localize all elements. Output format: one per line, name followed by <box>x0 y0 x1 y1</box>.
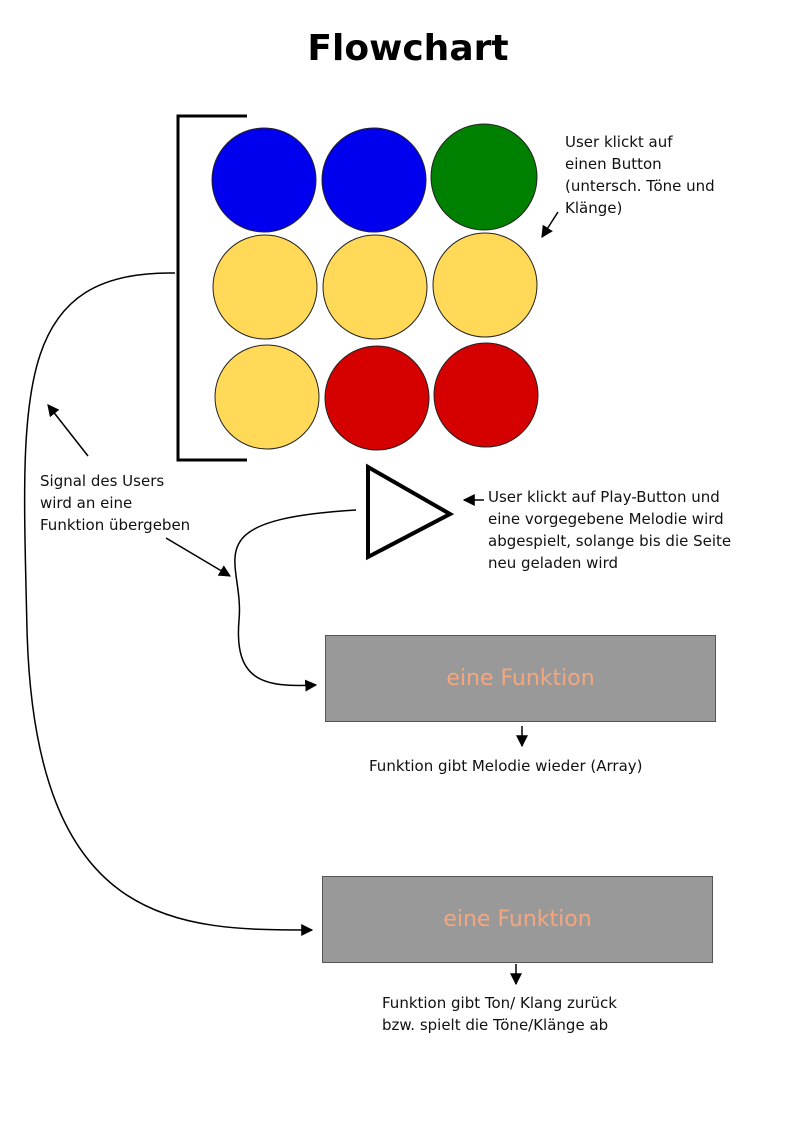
sound-function-label: eine Funktion <box>443 907 592 932</box>
note-melody-return: Funktion gibt Melodie wieder (Array) <box>369 757 643 775</box>
sound-button-r3c2[interactable] <box>324 345 430 451</box>
note-user-clicks-button: User klickt auf einen Button (untersch. … <box>565 133 715 217</box>
note-signal: Signal des Users wird an eine Funktion ü… <box>40 472 191 534</box>
note-play: User klickt auf Play-Button und eine vor… <box>488 488 732 572</box>
sound-button-r2c1[interactable] <box>212 234 318 340</box>
note-sound-return: Funktion gibt Ton/ Klang zurück bzw. spi… <box>382 994 617 1034</box>
melody-function-label: eine Funktion <box>446 666 595 691</box>
page-title: Flowchart <box>307 28 509 69</box>
arrow-signal-up <box>47 404 89 457</box>
sound-button-r1c1[interactable] <box>211 127 317 233</box>
play-button[interactable] <box>366 463 455 561</box>
button-grid <box>211 123 539 451</box>
sound-button-r1c3[interactable] <box>430 123 538 231</box>
arrow-signal-down <box>165 537 232 577</box>
sound-button-r3c3[interactable] <box>433 342 539 448</box>
sound-button-r3c1[interactable] <box>214 344 320 450</box>
grid-bracket <box>176 114 247 462</box>
sound-button-r2c3[interactable] <box>432 232 538 338</box>
sound-function-box: eine Funktion <box>322 876 713 963</box>
melody-function-box: eine Funktion <box>325 635 716 722</box>
connector-play-to-melody <box>234 509 357 692</box>
connector-buttons-to-sound <box>23 272 314 936</box>
sound-button-r1c2[interactable] <box>321 127 427 233</box>
arrow-to-buttons <box>541 211 559 239</box>
sound-button-r2c2[interactable] <box>322 234 428 340</box>
